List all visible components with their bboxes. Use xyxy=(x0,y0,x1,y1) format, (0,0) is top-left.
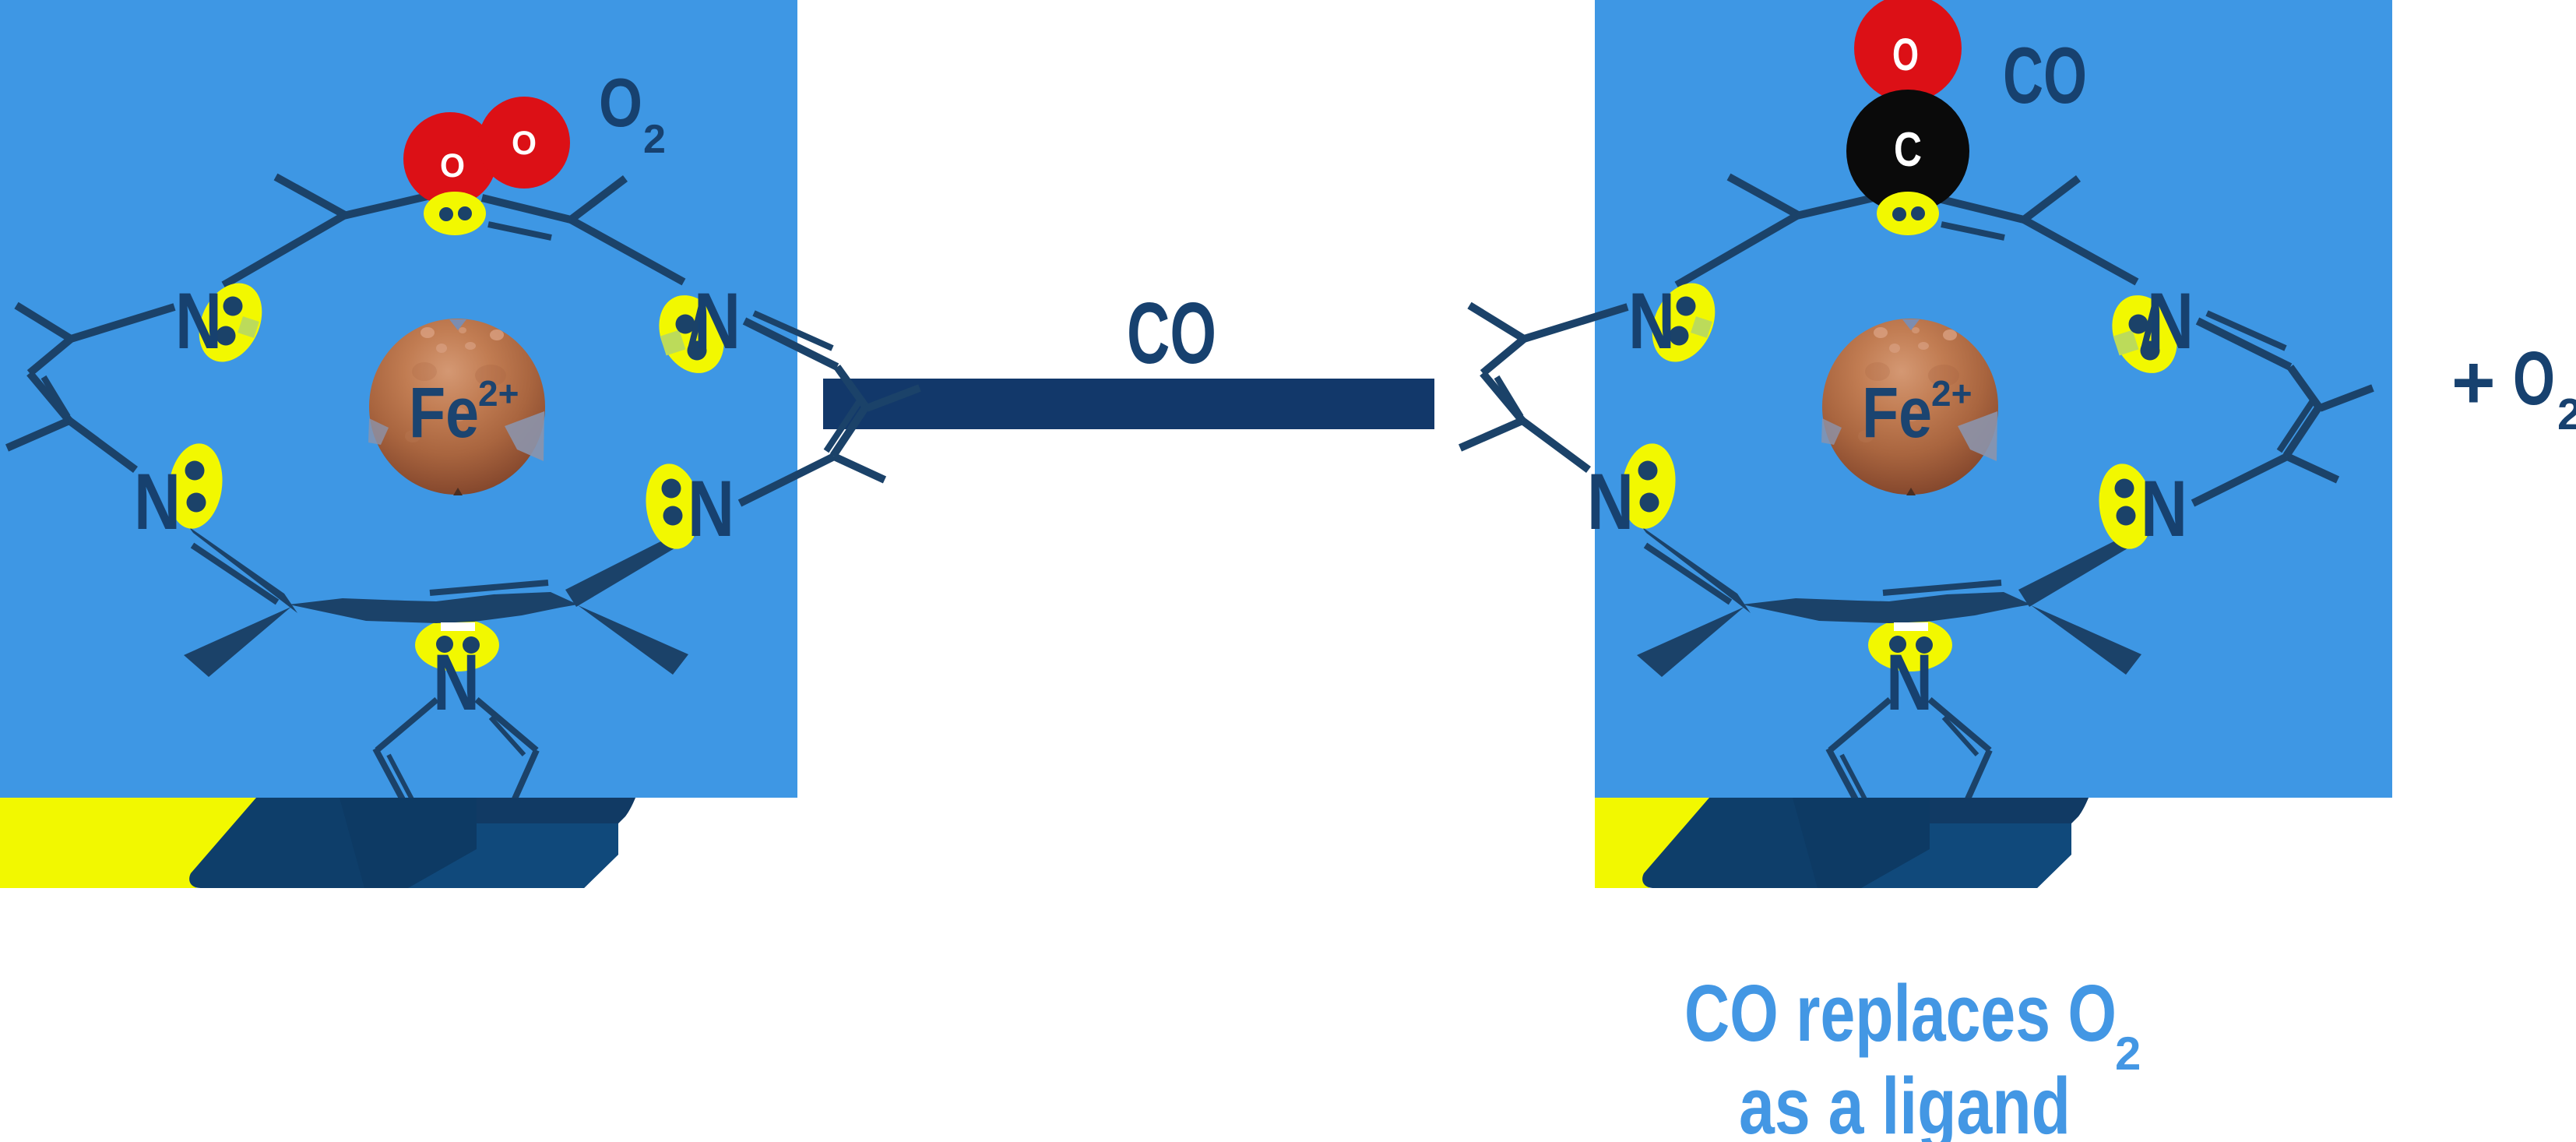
svg-text:2: 2 xyxy=(2557,389,2576,439)
svg-text:+: + xyxy=(2451,340,2496,425)
svg-text:CO: CO xyxy=(2003,31,2087,120)
svg-text:2: 2 xyxy=(643,117,666,162)
svg-text:O: O xyxy=(440,147,465,185)
svg-text:O: O xyxy=(2513,336,2555,421)
svg-text:O: O xyxy=(599,64,642,141)
svg-text:as a ligand: as a ligand xyxy=(1739,1061,2071,1142)
svg-text:2: 2 xyxy=(2115,1027,2141,1080)
svg-text:O: O xyxy=(1892,30,1919,80)
svg-text:C: C xyxy=(1894,123,1922,177)
svg-text:CO: CO xyxy=(1127,285,1216,382)
svg-text:O: O xyxy=(512,125,537,162)
svg-text:CO replaces O: CO replaces O xyxy=(1684,968,2117,1058)
